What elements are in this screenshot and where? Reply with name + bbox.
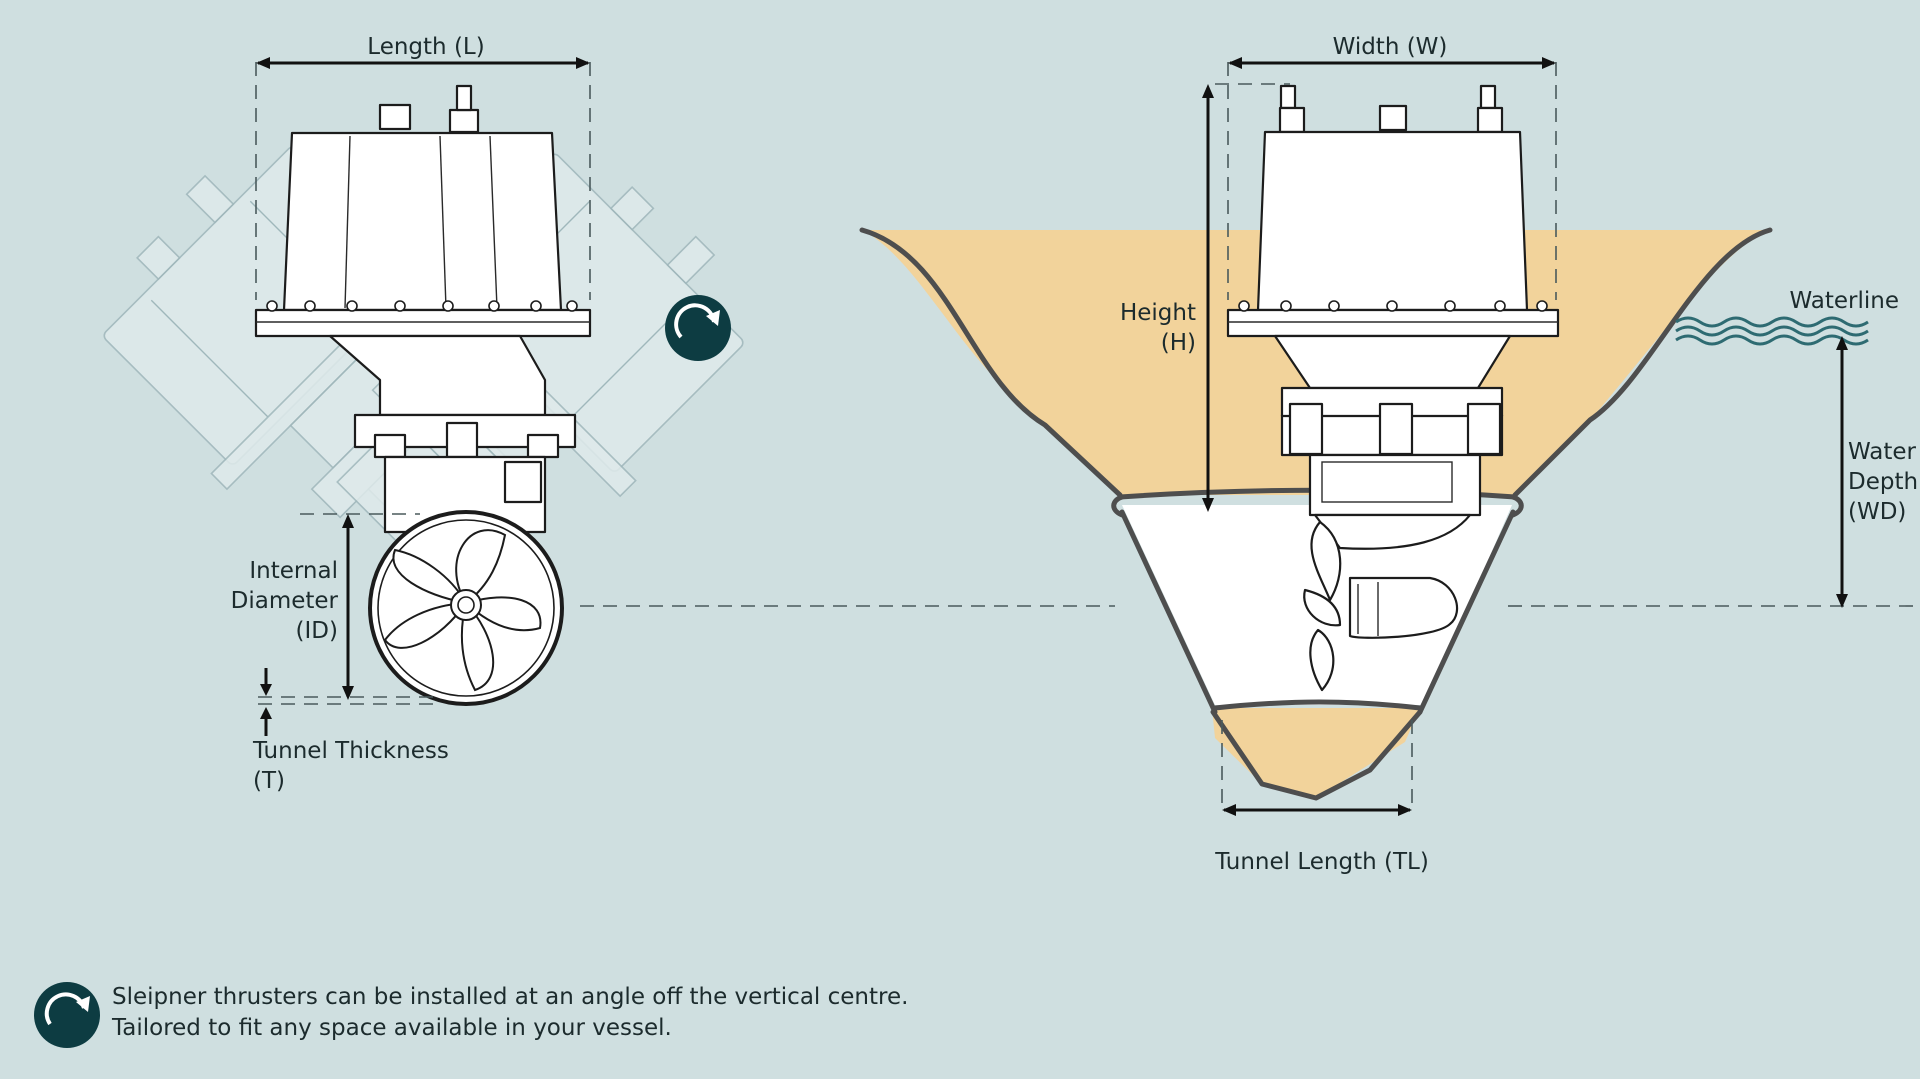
width-dimension bbox=[1227, 57, 1557, 300]
tunnel-length-dimension bbox=[1221, 720, 1413, 816]
propeller-blades bbox=[383, 529, 542, 692]
length-label: Length (L) bbox=[367, 34, 484, 60]
waterline-waves bbox=[1675, 316, 1869, 346]
water-depth-dimension bbox=[1836, 336, 1848, 608]
footer-note: Sleipner thrusters can be installed at a… bbox=[34, 982, 1134, 1050]
height-dimension bbox=[1202, 83, 1290, 512]
water-depth-label-2: Depth bbox=[1848, 469, 1918, 495]
internal-diameter-dimension bbox=[258, 513, 440, 705]
internal-diameter-label-1: Internal bbox=[249, 558, 338, 584]
height-label-1: Height bbox=[1120, 300, 1196, 326]
rotate-badge bbox=[34, 982, 100, 1048]
water-depth-label-1: Water bbox=[1848, 439, 1917, 465]
internal-diameter-label-3: (ID) bbox=[296, 618, 338, 644]
thruster-side-view bbox=[254, 84, 592, 706]
thruster-front-view bbox=[1226, 84, 1560, 692]
tunnel-thickness-dimension bbox=[260, 668, 272, 736]
rotate-arrow-icon bbox=[665, 295, 731, 361]
front-flange-bolts bbox=[1238, 300, 1548, 312]
tunnel-thickness-label-1: Tunnel Thickness bbox=[252, 738, 449, 764]
footer-line-2: Tailored to fit any space available in y… bbox=[112, 1015, 672, 1041]
width-label: Width (W) bbox=[1333, 34, 1448, 60]
waterline-label: Waterline bbox=[1790, 288, 1900, 314]
tunnel-length-label: Tunnel Length (TL) bbox=[1214, 849, 1429, 875]
rotate-arrow-icon bbox=[44, 992, 90, 1026]
water-depth-label-3: (WD) bbox=[1848, 499, 1906, 525]
flange-bolts bbox=[266, 300, 578, 312]
footer-line-1: Sleipner thrusters can be installed at a… bbox=[112, 984, 909, 1010]
internal-diameter-label-2: Diameter bbox=[231, 588, 339, 614]
tunnel-thickness-label-2: (T) bbox=[253, 768, 285, 794]
height-label-2: (H) bbox=[1161, 330, 1196, 356]
length-dimension bbox=[255, 57, 591, 300]
